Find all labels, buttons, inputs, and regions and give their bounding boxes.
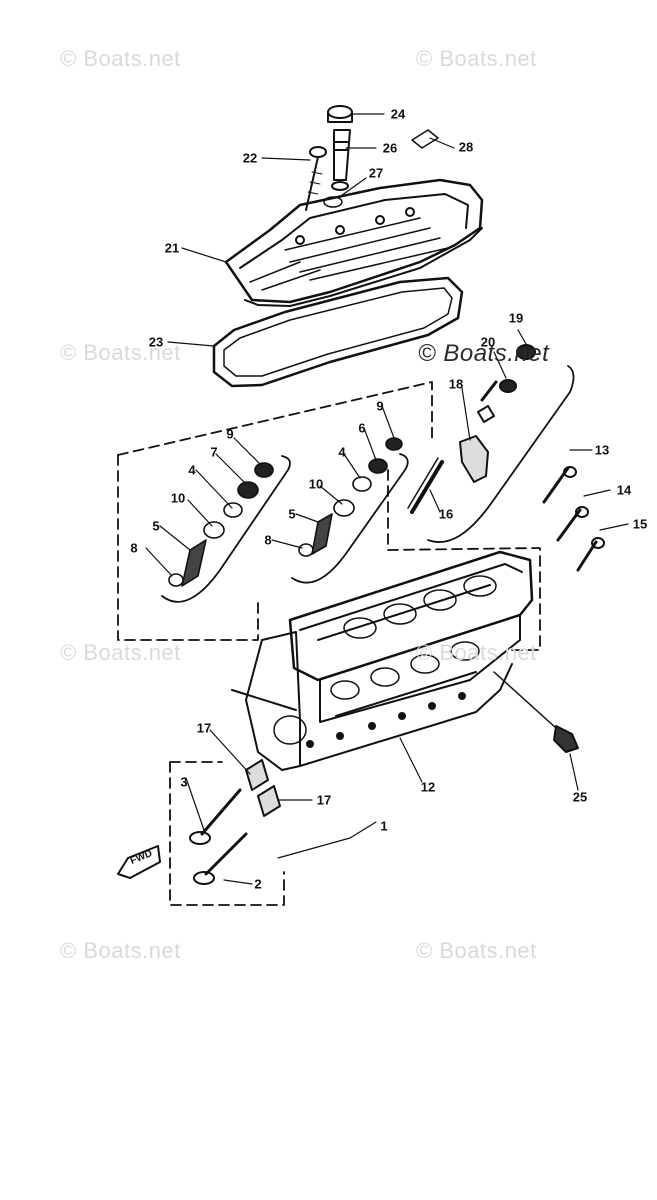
part-label-3: 3	[180, 774, 188, 790]
temp-sensor	[493, 671, 579, 753]
part-label-12: 12	[420, 779, 436, 795]
watermark: © Boats.net	[416, 640, 537, 665]
part-label-7: 7	[210, 444, 218, 460]
cylinder-head	[231, 550, 534, 771]
part-label-25: 25	[572, 789, 588, 805]
watermark: © Boats.net	[416, 46, 537, 71]
part-label-16: 16	[438, 506, 454, 522]
part-label-24: 24	[390, 106, 406, 122]
part-label-10: 10	[170, 490, 186, 506]
valve-cover	[224, 178, 484, 307]
part-label-20: 20	[480, 334, 496, 350]
valve-cover-gasket	[212, 276, 464, 388]
part-label-26: 26	[382, 140, 398, 156]
part-label-9: 9	[226, 426, 234, 442]
part-label-1: 1	[380, 818, 388, 834]
watermark: © Boats.net	[416, 938, 537, 963]
left-valve-springs	[168, 462, 274, 587]
part-label-22: 22	[242, 150, 258, 166]
dashed-groupings	[117, 381, 541, 906]
part-label-28: 28	[458, 139, 474, 155]
part-label-2: 2	[254, 876, 262, 892]
small-plate	[411, 129, 439, 149]
watermark: © Boats.net	[60, 46, 181, 71]
rocker-assembly	[407, 344, 536, 514]
leader-lines	[145, 113, 629, 885]
part-label-23: 23	[148, 334, 164, 350]
watermark: © Boats.net	[60, 640, 181, 665]
part-label-19: 19	[508, 310, 524, 326]
part-label-17b: 17	[316, 792, 332, 808]
part-label-6: 6	[358, 420, 366, 436]
part-label-17: 17	[196, 720, 212, 736]
part-label-15: 15	[632, 516, 648, 532]
part-label-13: 13	[594, 442, 610, 458]
part-label-14: 14	[616, 482, 632, 498]
part-label-4: 4	[188, 462, 196, 478]
part-label-18: 18	[448, 376, 464, 392]
part-label-8b: 8	[264, 532, 272, 548]
valves-and-guides	[189, 759, 281, 885]
part-label-27: 27	[368, 165, 384, 181]
cover-bolt	[305, 146, 327, 211]
part-label-5b: 5	[288, 506, 296, 522]
part-label-21: 21	[164, 240, 180, 256]
watermark: © Boats.net	[418, 340, 550, 367]
oil-cap-and-filler	[323, 105, 353, 208]
part-label-5: 5	[152, 518, 160, 534]
part-label-8: 8	[130, 540, 138, 556]
spring-group-brackets	[161, 365, 575, 603]
part-label-10b: 10	[308, 476, 324, 492]
watermark: © Boats.net	[60, 938, 181, 963]
part-label-9b: 9	[376, 398, 384, 414]
head-bolts	[542, 466, 605, 572]
fwd-arrow	[117, 845, 161, 879]
middle-valve-springs	[298, 437, 403, 557]
part-label-4b: 4	[338, 444, 346, 460]
watermark: © Boats.net	[60, 340, 181, 365]
